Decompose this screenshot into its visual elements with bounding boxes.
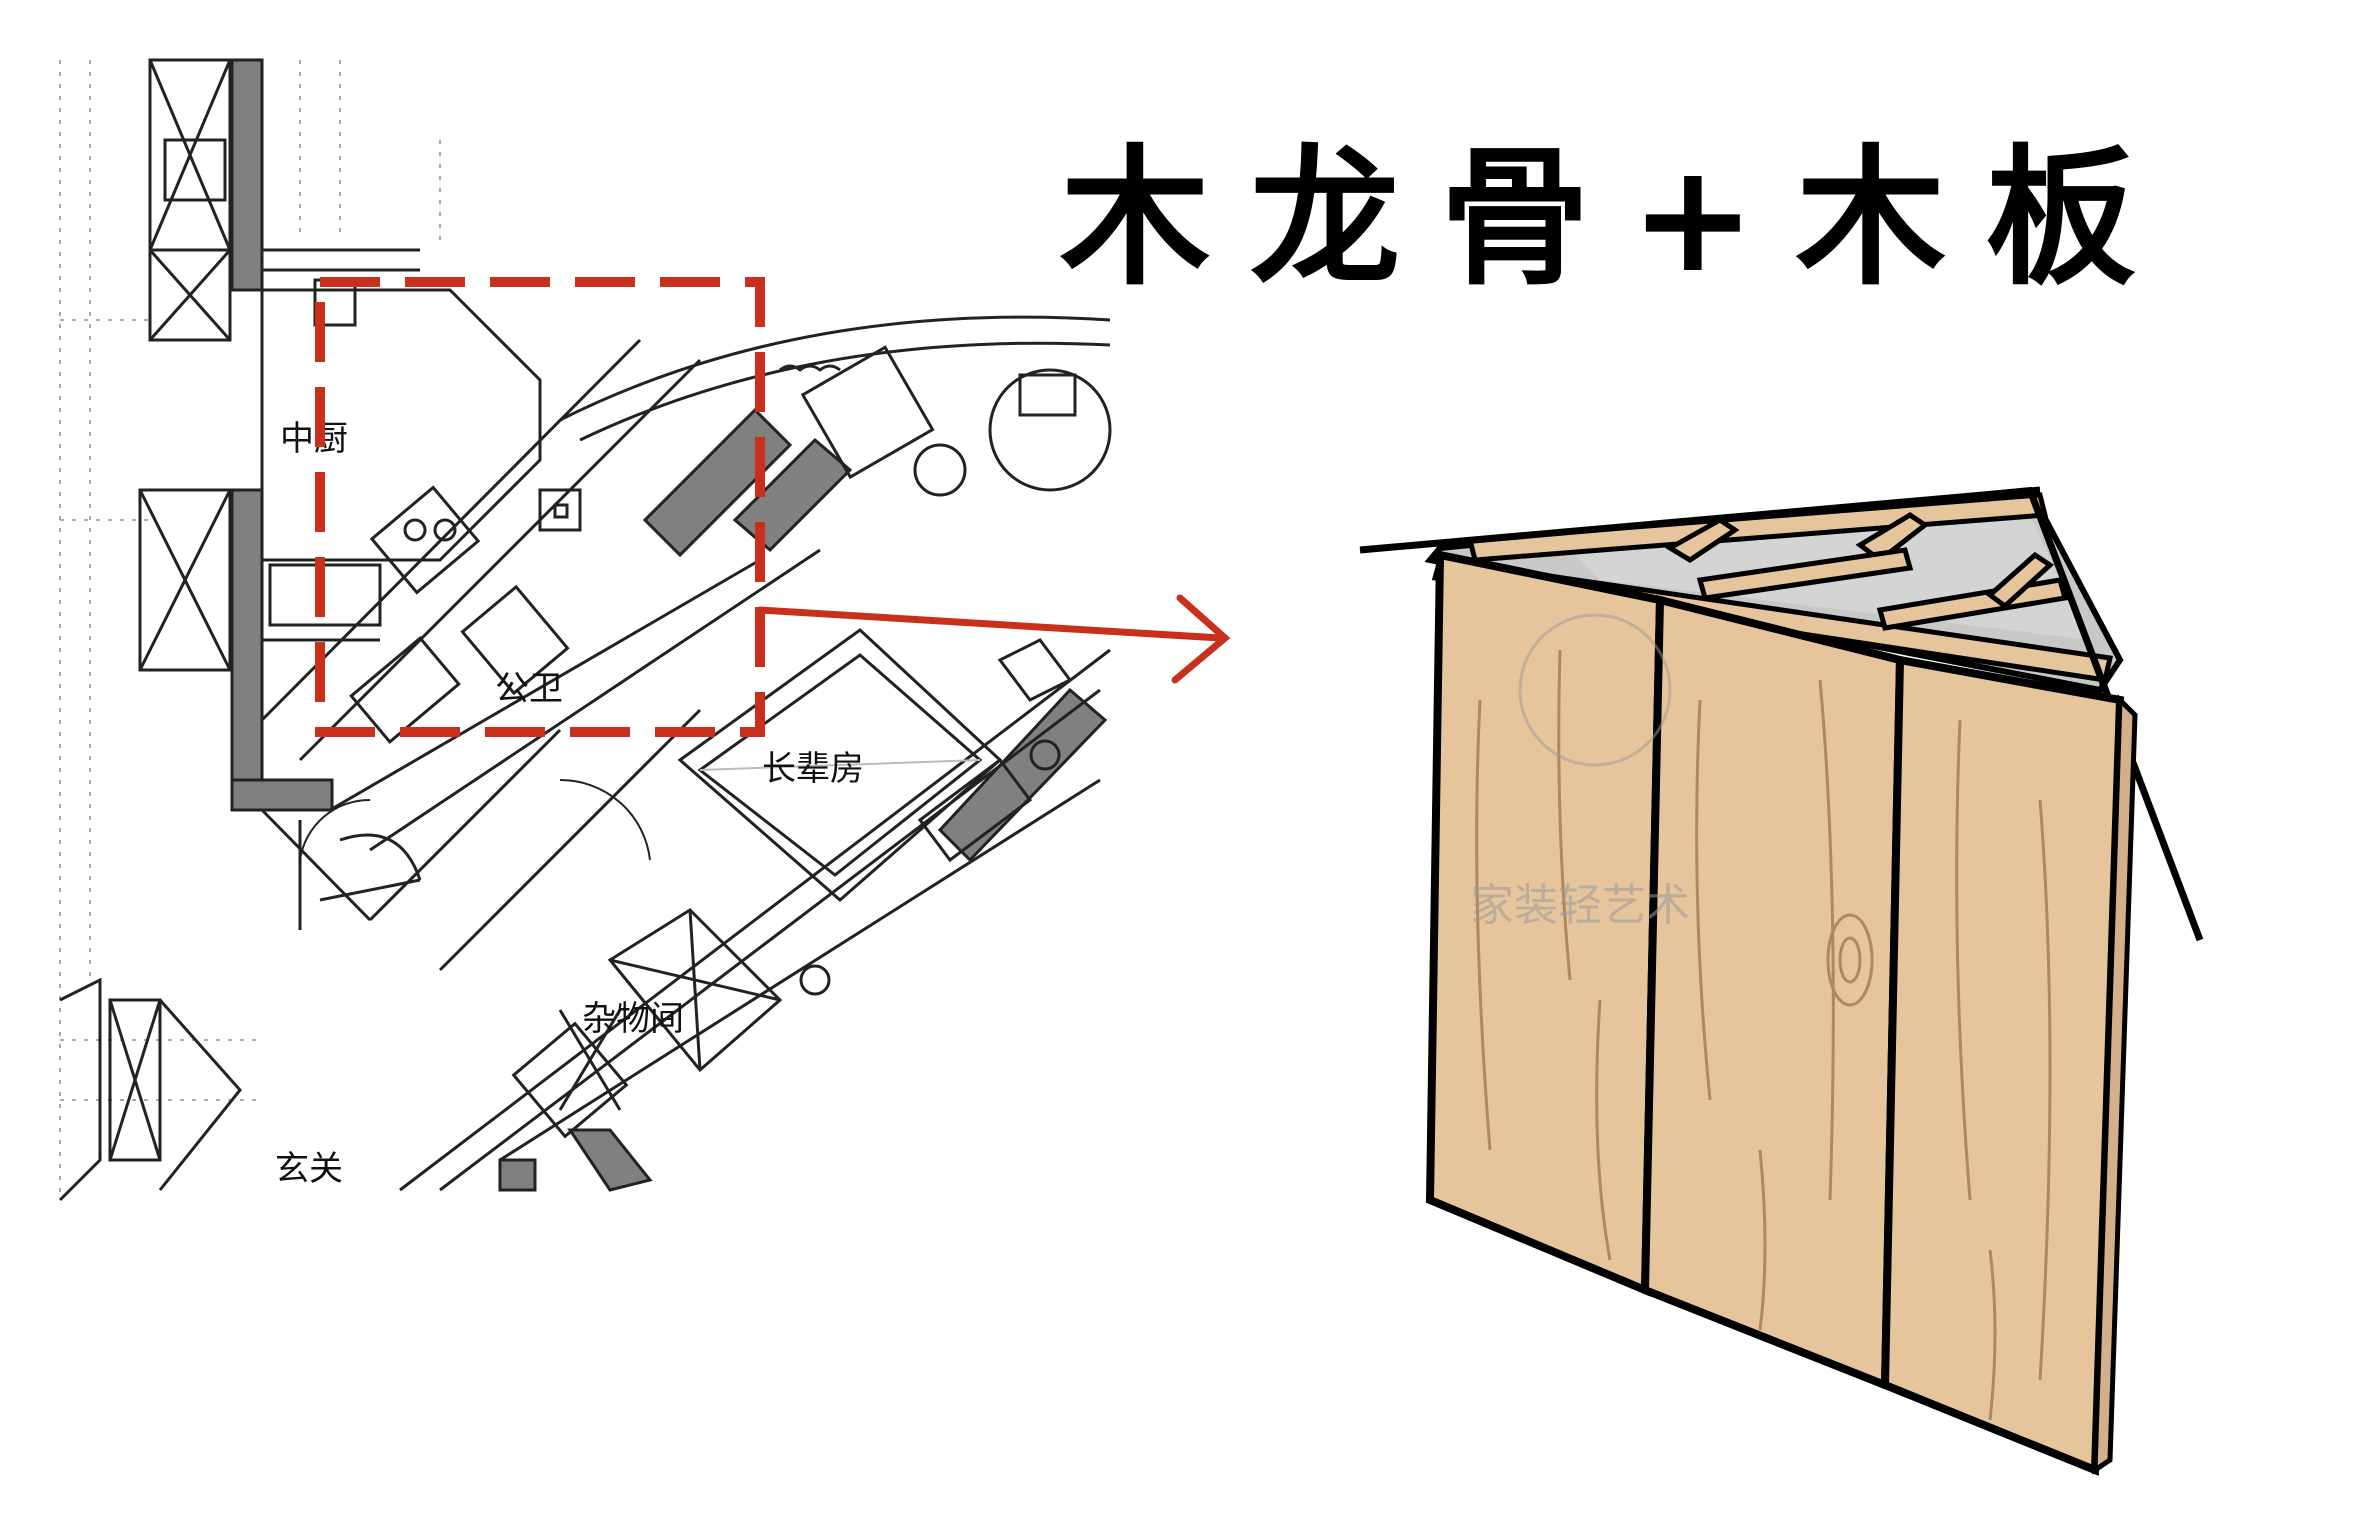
wood-panel-right xyxy=(1880,655,2125,1476)
room-label-entry: 玄关 xyxy=(275,1149,343,1189)
svg-text:家装轻艺术: 家装轻艺术 xyxy=(1470,880,1690,931)
highlight-box xyxy=(315,277,765,737)
plan-curved-wall xyxy=(559,315,1111,442)
diagram-title: 木龙骨+木板 xyxy=(1060,132,2176,306)
pointer-arrow xyxy=(756,594,1231,684)
plan-shafts xyxy=(138,58,232,672)
plan-storage-room xyxy=(511,908,783,1139)
plan-kitchen-walls xyxy=(260,248,542,720)
wood-panels xyxy=(1425,550,2125,1476)
plan-diagonal-walls xyxy=(260,338,1111,1192)
plan-bathroom-fixtures xyxy=(349,488,582,745)
watermark: 家装轻艺术 xyxy=(1470,613,1690,931)
wall-illustration: 家装轻艺术 xyxy=(1359,486,2204,1476)
room-label-kitchen: 中厨 xyxy=(280,419,348,459)
plan-entry-corner xyxy=(58,820,422,1202)
panel-edge xyxy=(2092,694,2138,1475)
plan-elder-room xyxy=(677,345,1112,996)
room-label-bathroom: 公卫 xyxy=(495,669,563,709)
room-label-elder-room: 长辈房 xyxy=(762,749,864,789)
plan-door-swings xyxy=(299,778,651,861)
room-label-storage: 杂物间 xyxy=(582,999,684,1039)
wood-grain xyxy=(1475,649,2052,1421)
wood-panel-middle xyxy=(1640,594,1905,1391)
